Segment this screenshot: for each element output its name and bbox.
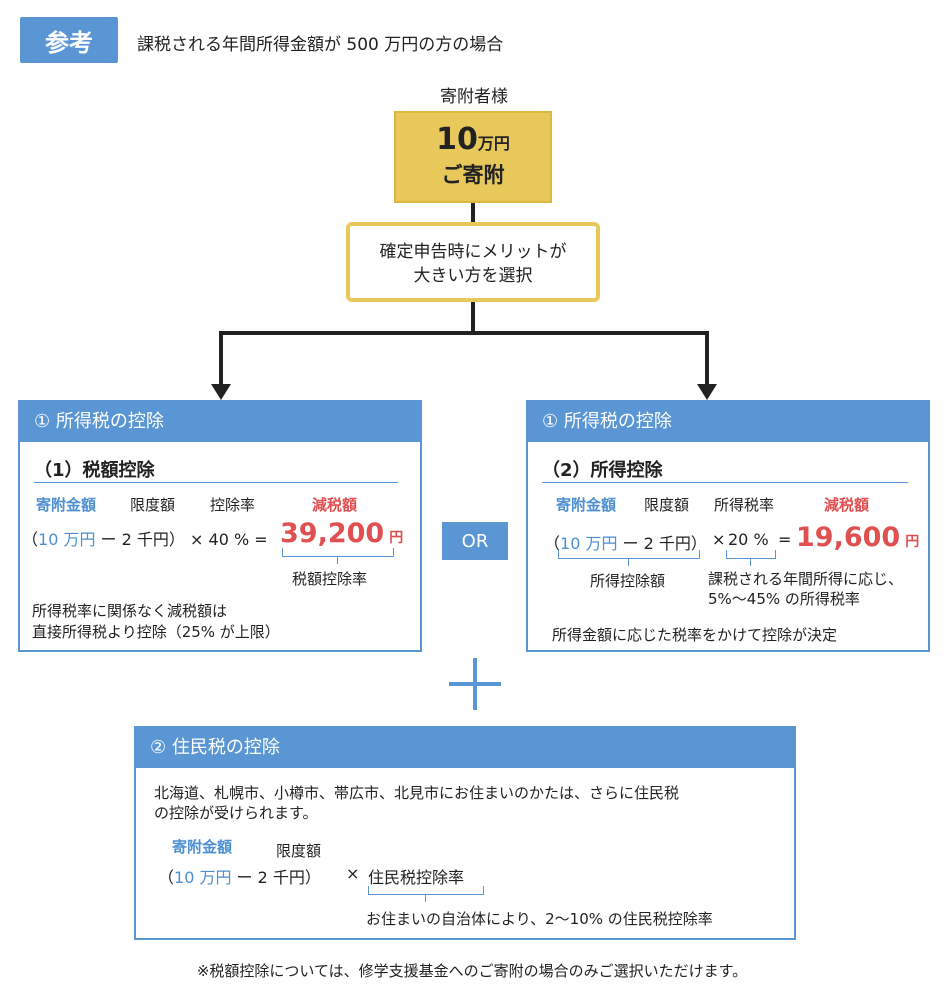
times-rate: × 40 % = — [190, 530, 268, 549]
title-divider — [542, 482, 908, 483]
deduction-bracket-stem — [628, 558, 629, 566]
rate-bracket — [282, 548, 394, 557]
minus-limit: ー 2 千円） — [617, 534, 707, 553]
minus-limit: ー 2 千円） — [231, 868, 321, 887]
bracket-label: 税額控除率 — [292, 570, 368, 588]
result: 19,600 円 — [796, 522, 919, 553]
donation-value: 10 万円 — [38, 530, 96, 549]
title-divider — [34, 482, 398, 483]
bracket-label-right2: 5%～45% の所得税率 — [708, 590, 860, 608]
or-badge: OR — [442, 522, 508, 560]
result-unit: 円 — [389, 530, 404, 546]
paren-open: （ — [22, 530, 39, 549]
label-limit: 限度額 — [276, 842, 322, 860]
panel-title: （2）所得控除 — [542, 460, 663, 481]
rate-bracket — [726, 550, 776, 559]
panel-title: （1）税額控除 — [34, 460, 155, 481]
income-tax-credit-panel: ① 所得税の控除 （1）税額控除 寄附金額 限度額 控除率 減税額 （10 万円… — [18, 400, 422, 652]
donation-value: 10 万円 — [560, 534, 618, 553]
desc-line2: の控除が受けられます。 — [154, 804, 318, 822]
paren-open: （ — [158, 868, 175, 887]
panel-header: ① 所得税の控除 — [20, 402, 420, 442]
minus-limit: ー 2 千円） — [95, 530, 185, 549]
panel-header: ② 住民税の控除 — [136, 728, 794, 768]
label-donation: 寄附金額 — [36, 496, 97, 514]
bracket-label-right1: 課税される年間所得に応じ、 — [708, 570, 904, 588]
panel-header: ① 所得税の控除 — [528, 402, 928, 442]
desc-line1: 北海道、札幌市、小樽市、帯広市、北見市にお住まいのかたは、さらに住民税 — [154, 784, 680, 802]
formula-row: （10 万円 ー 2 千円） — [544, 530, 707, 554]
deduction-bracket — [558, 550, 700, 559]
choose-line1: 確定申告時にメリットが — [379, 242, 567, 262]
rate-bracket-stem — [425, 894, 426, 902]
label-reduction: 減税額 — [312, 496, 358, 514]
label-limit: 限度額 — [644, 496, 690, 514]
paren-open: （ — [544, 534, 561, 553]
donation-amount: 10 — [436, 122, 478, 157]
choose-line2: 大きい方を選択 — [413, 266, 533, 286]
formula-row: （10 万円 ー 2 千円） — [158, 864, 321, 888]
donation-unit: 万円 — [477, 134, 510, 153]
note: 所得金額に応じた税率をかけて控除が決定 — [552, 626, 838, 644]
label-rate: 所得税率 — [714, 496, 775, 514]
result-value: 39,200 — [280, 518, 385, 549]
result-value: 19,600 — [796, 522, 901, 553]
page-title: 課税される年間所得金額が 500 万円の方の場合 — [137, 35, 504, 55]
result: 39,200 円 — [280, 518, 403, 549]
rate-value: 20 % — [728, 530, 769, 549]
times-sign: × — [712, 530, 726, 549]
rate-label: 住民税控除率 — [368, 868, 465, 887]
note-line1: 所得税率に関係なく減税額は — [32, 602, 228, 620]
donation-value: 10 万円 — [174, 868, 232, 887]
label-reduction: 減税額 — [824, 496, 870, 514]
donation-action: ご寄附 — [441, 163, 505, 187]
bracket-label: お住まいの自治体により、2～10% の住民税控除率 — [366, 910, 713, 928]
label-donation: 寄附金額 — [172, 838, 233, 856]
footnote: ※税額控除については、修学支援基金へのご寄附の場合のみご選択いただけます。 — [196, 962, 748, 980]
donation-box: 10万円 ご寄附 — [394, 111, 552, 203]
rate-bracket-stem — [337, 556, 338, 564]
donor-label: 寄附者様 — [440, 87, 508, 107]
label-donation: 寄附金額 — [556, 496, 617, 514]
income-deduction-panel: ① 所得税の控除 （2）所得控除 寄附金額 限度額 所得税率 減税額 （10 万… — [526, 400, 930, 652]
reference-badge: 参考 — [20, 17, 118, 63]
rate-bracket-stem — [750, 558, 751, 566]
formula-row: （10 万円 ー 2 千円） × 40 % = — [22, 526, 268, 550]
equals-sign: = — [778, 530, 792, 549]
result-unit: 円 — [905, 534, 920, 550]
bracket-label-left: 所得控除額 — [590, 572, 666, 590]
resident-tax-panel: ② 住民税の控除 北海道、札幌市、小樽市、帯広市、北見市にお住まいのかたは、さら… — [134, 726, 796, 940]
note-line2: 直接所得税より控除（25% が上限） — [32, 623, 280, 641]
label-limit: 限度額 — [130, 496, 176, 514]
times-sign: × — [346, 864, 360, 883]
choose-box: 確定申告時にメリットが 大きい方を選択 — [346, 222, 600, 302]
label-rate: 控除率 — [210, 496, 256, 514]
rate-bracket — [368, 886, 484, 895]
